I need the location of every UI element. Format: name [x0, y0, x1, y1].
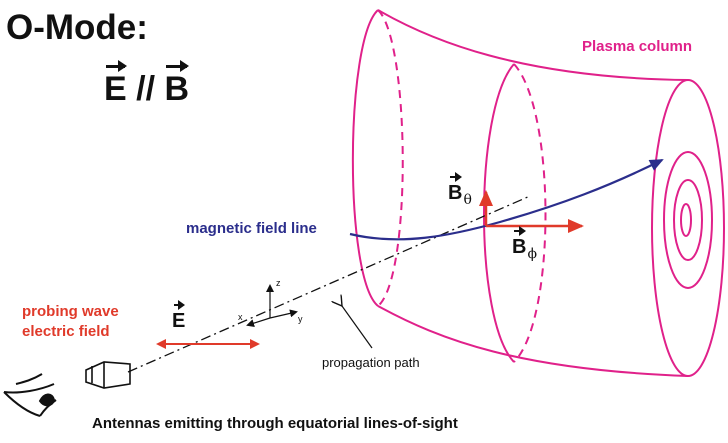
- page-title: O-Mode:: [6, 8, 148, 47]
- line-of-sight: [127, 195, 531, 373]
- plasma-column-label: Plasma column: [582, 38, 693, 55]
- coordinate-axes: [246, 284, 298, 327]
- probing-wave-line-2: electric field: [22, 323, 110, 340]
- plasma-top-edge: [377, 9, 689, 81]
- plasma-middle-ring-front: [483, 63, 515, 363]
- plasma-left-ring-back: [377, 9, 404, 307]
- e-vector-base: E: [172, 300, 186, 332]
- plasma-end-face-core: [680, 203, 692, 237]
- caption: Antennas emitting through equatorial lin…: [92, 415, 458, 432]
- relation-operator: //: [126, 70, 165, 108]
- b-theta-label: Bθ: [448, 172, 472, 208]
- plasma-bottom-edge: [377, 305, 689, 377]
- relation-b-vector: B: [164, 60, 190, 108]
- polarization-relation: E // B: [104, 60, 190, 109]
- axis-z-label: z: [276, 278, 281, 288]
- plasma-column: [351, 9, 725, 377]
- propagation-pointer: [342, 306, 373, 349]
- horn-antenna-icon: [85, 361, 131, 389]
- propagation-path-label: propagation path: [322, 355, 420, 370]
- plasma-end-face-ring-2: [673, 179, 703, 261]
- plasma-end-face-outer: [651, 79, 725, 377]
- b-phi-base: B: [512, 226, 527, 258]
- relation-e-vector: E: [104, 60, 127, 108]
- probing-wave-line-1: probing wave: [22, 303, 119, 320]
- b-theta-subscript: θ: [463, 192, 472, 208]
- e-vector-label: E: [172, 300, 186, 333]
- plasma-left-ring-front: [351, 9, 379, 307]
- probing-wave-label: probing wave electric field: [22, 302, 119, 342]
- eye-icon: [3, 373, 57, 417]
- magnetic-field-line-label: magnetic field line: [186, 220, 317, 237]
- b-phi-subscript: ϕ: [527, 246, 537, 262]
- axis-x-label: x: [238, 312, 243, 322]
- axis-x-line: [246, 317, 271, 327]
- b-phi-label: Bϕ: [512, 226, 537, 262]
- plasma-middle-ring-back: [513, 63, 547, 363]
- axis-y-label: y: [298, 314, 303, 324]
- b-theta-base: B: [448, 172, 463, 204]
- plasma-end-face-ring-1: [663, 151, 713, 289]
- axis-y-line: [269, 309, 298, 319]
- magnetic-field-line: [349, 159, 664, 241]
